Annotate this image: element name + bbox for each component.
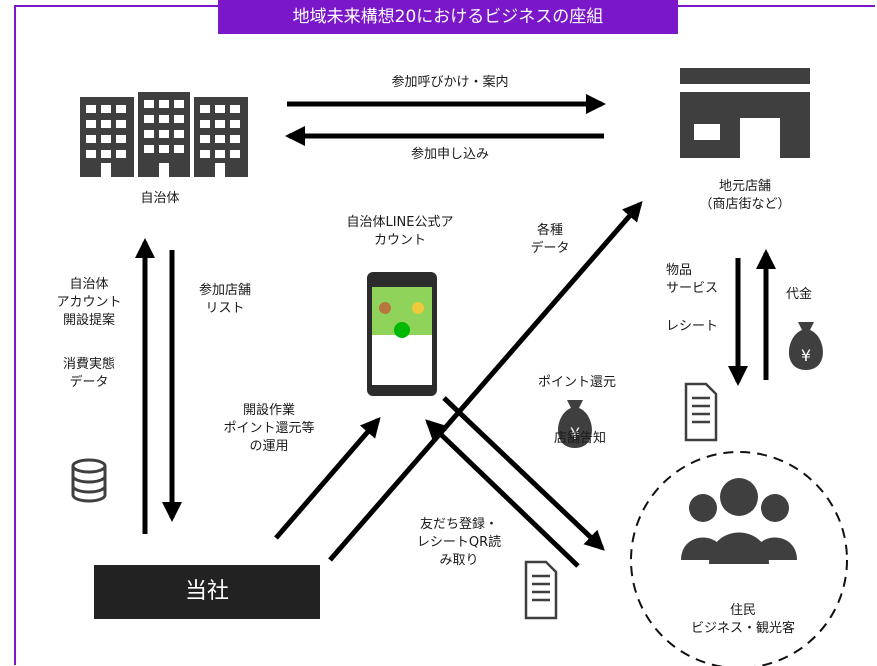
- document-icon: [524, 560, 558, 620]
- receipt-label: レシート: [666, 319, 719, 334]
- invite-label: 参加呼びかけ・案内: [391, 75, 509, 90]
- residents-dashed-circle: [630, 451, 848, 666]
- friend-register-label: 友だち登録・ レシートQR読 み取り: [416, 517, 502, 568]
- database-icon: [71, 458, 107, 503]
- residents-label: 住民 ビジネス・観光客: [690, 603, 795, 636]
- yen-money-bag-icon: ¥: [558, 400, 592, 448]
- svg-text:¥: ¥: [801, 346, 811, 365]
- local-store-label: 地元店舗 （商店街など）: [699, 179, 791, 212]
- smartphone-icon: [367, 272, 437, 396]
- operation-label: 開設作業 ポイント還元等 の運用: [223, 403, 315, 454]
- payment-label: 代金: [786, 287, 813, 302]
- apply-label: 参加申し込み: [410, 147, 489, 162]
- various-data-label: 各種 データ: [530, 223, 570, 256]
- consumption-data-label: 消費実態 データ: [62, 357, 115, 390]
- flow-arrows: [135, 94, 776, 568]
- store-icon: [680, 68, 810, 158]
- goods-label: 物品 サービス: [666, 263, 719, 296]
- line-account-label: 自治体LINE公式ア カウント: [346, 215, 454, 248]
- svg-text:¥: ¥: [570, 424, 580, 443]
- point-return-label: ポイント還元: [537, 375, 616, 390]
- store-notice-label: 店舗告知: [553, 431, 606, 446]
- document-icon: [684, 382, 718, 442]
- diagram-title: 地域未来構想20におけるビジネスの座組: [218, 0, 678, 34]
- yen-money-bag-icon: ¥: [789, 322, 823, 370]
- company-box: 当社: [94, 565, 320, 619]
- municipality-label: 自治体: [140, 191, 180, 206]
- people-group-icon: [681, 478, 797, 564]
- building-icon: [80, 92, 248, 177]
- account-proposal-label: 自治体 アカウント 開設提案: [56, 277, 122, 328]
- store-list-label: 参加店舗 リスト: [198, 283, 251, 316]
